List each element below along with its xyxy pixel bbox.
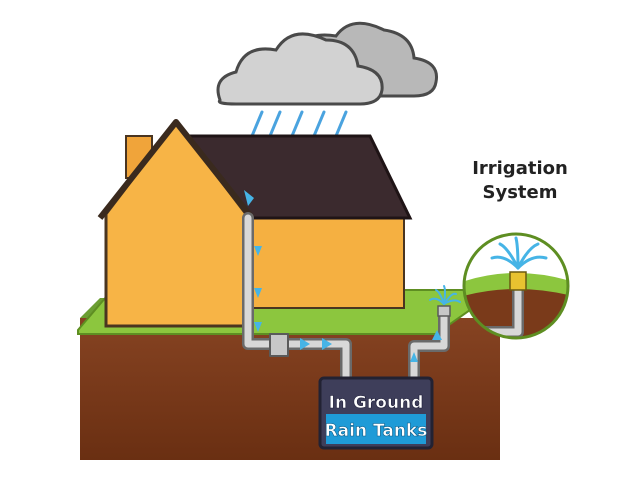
sprinkler-icon (429, 285, 461, 317)
rain-tank: In Ground Rain Tanks (318, 376, 434, 450)
tank-label-line1: In Ground (329, 393, 424, 413)
flow-arrow-icon (244, 190, 442, 362)
irrigation-label-line2: System (483, 182, 558, 203)
sprinkler-icon (490, 236, 548, 270)
house (97, 119, 413, 328)
cloud-icon (216, 21, 439, 106)
irrigation-label-line1: Irrigation (472, 158, 568, 179)
tank-label-line2: Rain Tanks (325, 421, 428, 441)
